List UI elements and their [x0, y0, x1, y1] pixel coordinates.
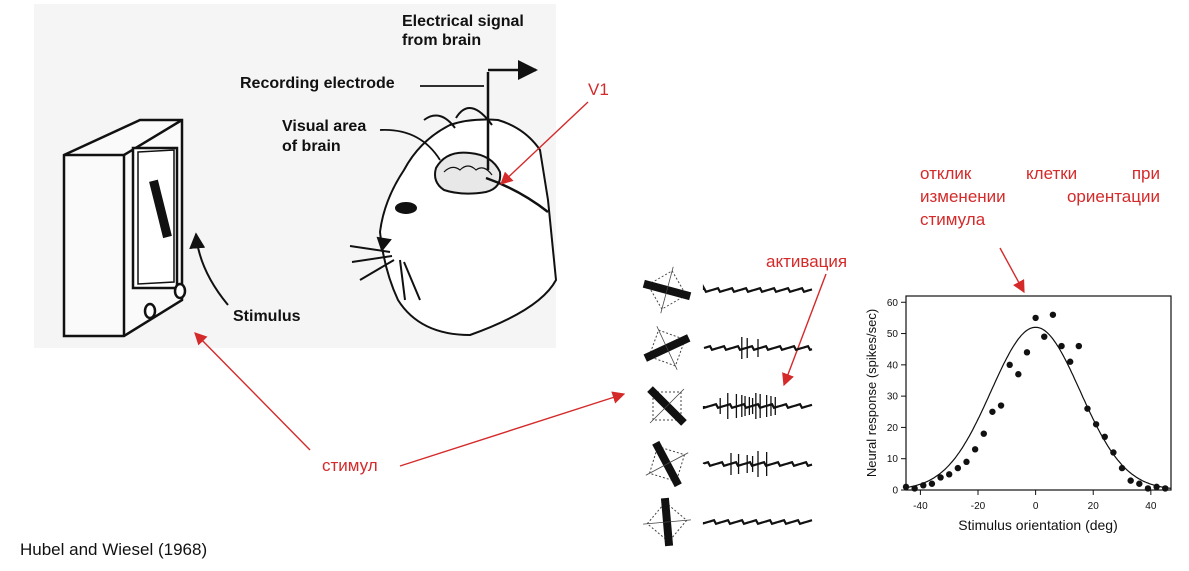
- tuning-curve-chart: -40 -20 0 20 40 0 10 20 30 40 50 60 Stimulus orient…: [864, 295, 1172, 533]
- oriented-stimulus: [647, 386, 687, 426]
- x-tick-label: 40: [1145, 501, 1157, 512]
- y-tick-label: 0: [892, 486, 898, 497]
- spike-trains: [642, 266, 813, 547]
- baseline-noise: [702, 518, 813, 526]
- data-point: [1015, 371, 1022, 378]
- motion-axis: [645, 452, 689, 476]
- figure-caption: Hubel and Wiesel (1968): [20, 540, 208, 559]
- v1-annotation: V1: [588, 80, 609, 99]
- visual-area-label: Visual area of brain: [282, 117, 366, 157]
- cat-drawing: [349, 60, 558, 337]
- signal-label-line2: from brain: [402, 32, 482, 49]
- data-point: [902, 483, 910, 491]
- y-tick-label: 50: [887, 329, 899, 340]
- trace-row: [643, 326, 813, 370]
- y-tick-label: 40: [887, 360, 899, 371]
- visual-cortex-icon: [434, 151, 502, 195]
- response-annotation-line3: стимула: [920, 210, 986, 229]
- data-point: [1118, 464, 1126, 472]
- chart-ylabel: Neural response (spikes/sec): [864, 309, 879, 477]
- data-point: [1006, 361, 1013, 369]
- motion-axis: [649, 388, 685, 424]
- data-point: [946, 471, 953, 478]
- data-point: [1023, 349, 1031, 356]
- data-point: [997, 402, 1005, 409]
- response-word-3: при: [1131, 164, 1160, 183]
- motion-axis: [656, 326, 678, 370]
- response-annotation: отклик клетки при изменении ориентации с…: [920, 162, 1160, 231]
- data-point: [1058, 342, 1065, 350]
- stimulus-label: Stimulus: [233, 308, 301, 325]
- chart-xlabel: Stimulus orientation (deg): [958, 517, 1118, 533]
- response-annotation-line2: изменении ориентации: [920, 185, 1160, 208]
- response-word-5: ориентации: [1066, 187, 1160, 206]
- stimulus-annotation: стимул: [322, 456, 378, 475]
- oriented-stimulus: [643, 326, 691, 370]
- visual-area-label-line1: Visual area: [282, 118, 367, 135]
- data-point: [1144, 485, 1152, 492]
- x-tick-label: -40: [913, 501, 928, 512]
- data-point: [980, 430, 987, 437]
- trace-row: [645, 440, 813, 488]
- annotation-arrows: [194, 101, 1025, 467]
- data-point: [1084, 405, 1091, 412]
- trace-row: [643, 497, 813, 547]
- data-point: [1066, 358, 1074, 365]
- data-point: [1032, 314, 1039, 322]
- visual-area-label-line2: of brain: [282, 138, 341, 155]
- oriented-stimulus: [643, 497, 691, 547]
- data-point: [920, 482, 927, 489]
- oriented-stimulus: [642, 266, 692, 314]
- data-point: [937, 474, 944, 481]
- signal-label: Electrical signal from brain: [402, 12, 524, 50]
- motion-axis: [643, 519, 691, 525]
- y-tick-label: 10: [887, 454, 899, 465]
- data-point: [971, 446, 979, 453]
- gaussian-fit-curve: [905, 326, 1172, 489]
- data-point: [1041, 333, 1048, 340]
- data-point: [1162, 485, 1169, 492]
- data-point: [963, 458, 970, 466]
- response-word-1: отклик: [920, 164, 972, 183]
- y-tick-label: 60: [887, 298, 899, 309]
- response-word-4: изменении: [920, 187, 1006, 206]
- x-tick-label: 20: [1088, 501, 1100, 512]
- data-point: [1092, 421, 1100, 428]
- baseline-noise: [702, 460, 813, 468]
- data-point: [1110, 449, 1117, 456]
- data-point: [954, 464, 962, 472]
- receptive-field-box: [648, 329, 686, 367]
- activation-annotation: активация: [766, 252, 848, 271]
- chart-plot-area: [905, 295, 1172, 491]
- response-annotation-line1: отклик клетки при: [920, 162, 1160, 185]
- cat-eye: [395, 202, 417, 214]
- x-tick-label: -20: [971, 501, 986, 512]
- data-point: [1101, 433, 1108, 441]
- signal-label-line1: Electrical signal: [402, 13, 524, 30]
- data-point: [1136, 480, 1143, 487]
- baseline-noise: [702, 283, 813, 294]
- data-point: [1049, 311, 1057, 318]
- electrode-label: Recording electrode: [240, 75, 395, 92]
- motion-axis: [660, 266, 674, 314]
- data-point: [911, 485, 918, 492]
- y-tick-label: 20: [887, 423, 899, 434]
- y-tick-label: 30: [887, 392, 899, 403]
- data-point: [1075, 342, 1083, 350]
- stimulus-bar: [149, 179, 172, 239]
- oriented-stimulus: [645, 440, 689, 488]
- data-point: [928, 480, 936, 487]
- data-point: [1127, 477, 1134, 484]
- data-point: [1153, 483, 1160, 491]
- monitor-drawing: [62, 118, 229, 338]
- response-word-2: клетки: [1026, 164, 1078, 183]
- x-tick-label: 0: [1033, 501, 1039, 512]
- data-point: [989, 408, 996, 415]
- receptive-field-box: [646, 501, 688, 543]
